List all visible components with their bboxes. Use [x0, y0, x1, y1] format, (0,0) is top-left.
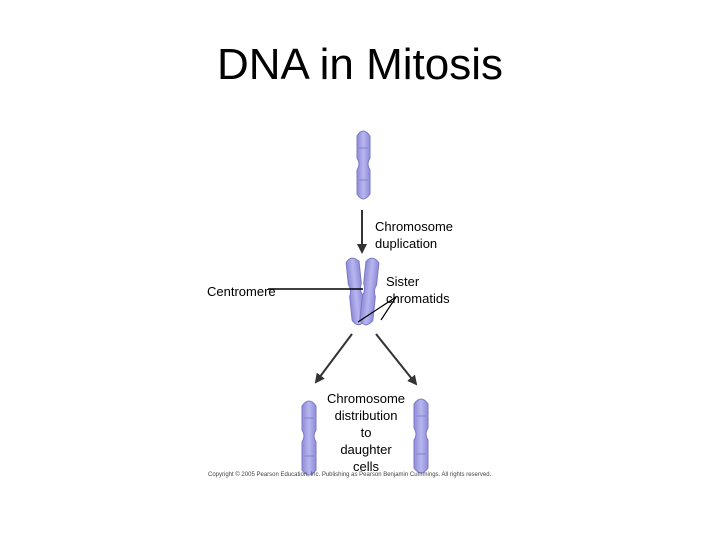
label-sister-chromatids: Sister chromatids: [386, 274, 450, 306]
label-chromosome-duplication: Chromosome duplication: [375, 219, 454, 251]
slide-title: DNA in Mitosis: [216, 40, 504, 89]
sister-chromatid-right: [359, 257, 380, 326]
daughter-chromosome-left: [301, 400, 317, 476]
label-centromere: Centromere: [207, 284, 276, 299]
label-chromosome-distribution: Chromosome distribution to daughter cell…: [326, 391, 406, 474]
sister-pointer-1: [357, 296, 397, 323]
distribution-arrow-left: [314, 333, 353, 384]
duplicated-chromosome: [345, 257, 380, 326]
original-chromosome: [356, 130, 371, 200]
sister-pointer-2: [380, 296, 397, 321]
daughter-chromosome-right: [413, 398, 429, 474]
copyright-notice: Copyright © 2005 Pearson Education, Inc.…: [208, 472, 492, 478]
distribution-arrow-right: [375, 333, 418, 386]
